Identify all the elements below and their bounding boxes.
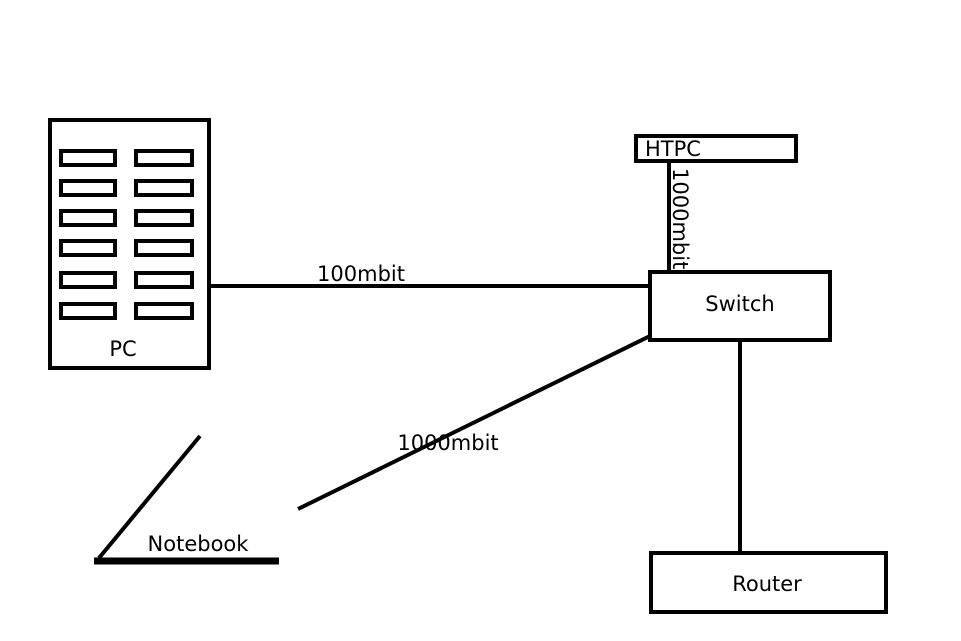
htpc-box <box>634 134 798 163</box>
switch-node: Switch <box>648 270 832 342</box>
pc-label: PC <box>109 337 136 361</box>
notebook-node: Notebook <box>94 434 279 565</box>
pc-bay <box>59 149 117 167</box>
link-notebook-switch <box>297 334 651 511</box>
pc-drive-bays <box>59 149 194 320</box>
htpc-node: HTPC <box>634 134 798 163</box>
router-node: Router <box>649 551 888 614</box>
pc-bay <box>134 179 194 197</box>
notebook-screen <box>97 434 202 560</box>
pc-bay <box>59 179 117 197</box>
pc-bay <box>134 271 194 289</box>
pc-bay <box>59 302 117 320</box>
pc-bay <box>134 302 194 320</box>
pc-bay <box>59 209 117 227</box>
router-box <box>649 551 888 614</box>
pc-bay <box>59 239 117 257</box>
pc-bay <box>134 209 194 227</box>
pc-bay <box>134 239 194 257</box>
switch-label: Switch <box>705 292 774 316</box>
link-label-notebook-switch: 1000mbit <box>397 431 498 455</box>
switch-box <box>648 270 832 342</box>
pc-bay <box>134 149 194 167</box>
pc-bay <box>59 271 117 289</box>
link-label-htpc-switch: 1000mbit <box>668 168 692 269</box>
notebook-label: Notebook <box>148 532 250 556</box>
htpc-label: HTPC <box>645 137 701 161</box>
router-label: Router <box>732 572 802 596</box>
link-label-pc-switch: 100mbit <box>317 262 405 286</box>
pc-node: PC <box>48 118 211 370</box>
